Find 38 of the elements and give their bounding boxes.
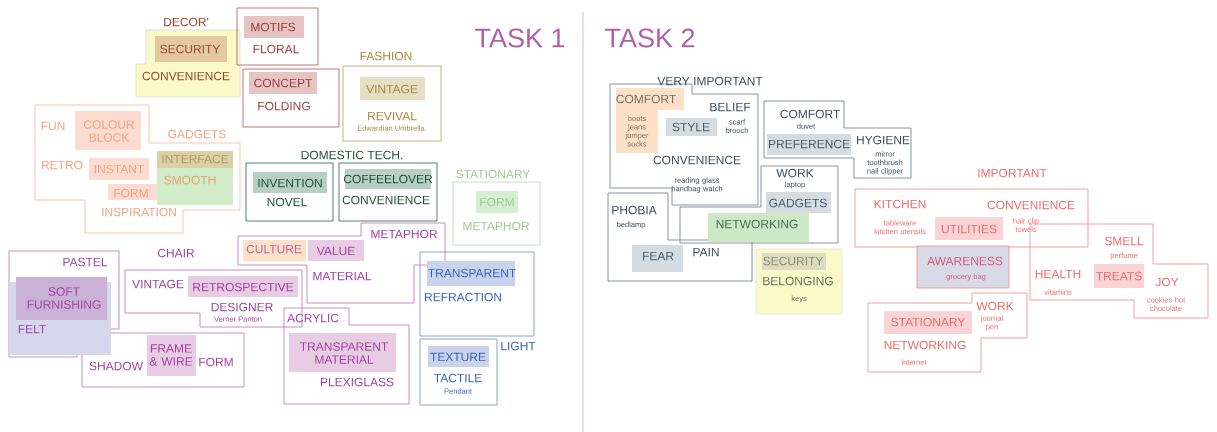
- highlight-box: UTILITIES: [935, 217, 1003, 240]
- node-label: FASHION: [360, 51, 412, 61]
- group-heading: DOMESTIC TECH.: [301, 150, 403, 160]
- highlight-box: NETWORKING: [708, 213, 809, 242]
- highlight-box: MOTIFS: [244, 16, 304, 38]
- highlight-box: COFFEELOVER: [343, 169, 433, 189]
- highlight-box: CONCEPT: [249, 72, 317, 94]
- highlight-box: SOFT FURNISHING: [16, 277, 107, 320]
- highlight-box: FRAME & WIRE: [147, 335, 196, 376]
- section-title: TASK 2: [605, 28, 695, 48]
- section-title: TASK 1: [475, 28, 565, 48]
- highlight-box: TREATS: [1094, 264, 1144, 288]
- highlight-box: RETROSPECTIVE: [188, 276, 298, 297]
- highlight-box: VALUE: [308, 240, 364, 261]
- group-heading: IMPORTANT: [978, 168, 1047, 178]
- highlight-box: INTERFACE: [157, 151, 233, 168]
- highlight-box: INSTANT: [89, 158, 149, 180]
- group-heading: LIGHT: [501, 341, 536, 351]
- highlight-box: COLOUR BLOCK: [75, 111, 141, 150]
- highlight-box: STYLE: [666, 118, 717, 136]
- highlight-box: STATIONARY: [884, 311, 972, 334]
- highlight-box: PREFERENCE: [767, 134, 851, 155]
- group-heading: CHAIR: [157, 248, 195, 258]
- highlight-box: CULTURE: [243, 240, 306, 261]
- highlight-box: TRANSPARENT MATERIAL: [289, 333, 396, 372]
- highlight-box: FEAR: [632, 245, 683, 272]
- group-heading: VERY IMPORTANT: [657, 76, 763, 86]
- highlight-box: FORM: [108, 184, 162, 200]
- highlight-box: SECURITY: [762, 253, 826, 270]
- highlight-box: TRANSPARENT: [427, 261, 516, 286]
- node-label: STATIONARY: [456, 169, 531, 179]
- highlight-box: SECURITY: [155, 36, 227, 62]
- highlight-box: INVENTION: [253, 172, 327, 193]
- highlight-box: GADGETS: [766, 192, 831, 213]
- node-label: DECOR': [164, 17, 209, 27]
- highlight-box: TEXTURE: [428, 346, 489, 367]
- highlight-box: FORM: [476, 191, 518, 213]
- highlight-box: VINTAGE: [360, 77, 425, 100]
